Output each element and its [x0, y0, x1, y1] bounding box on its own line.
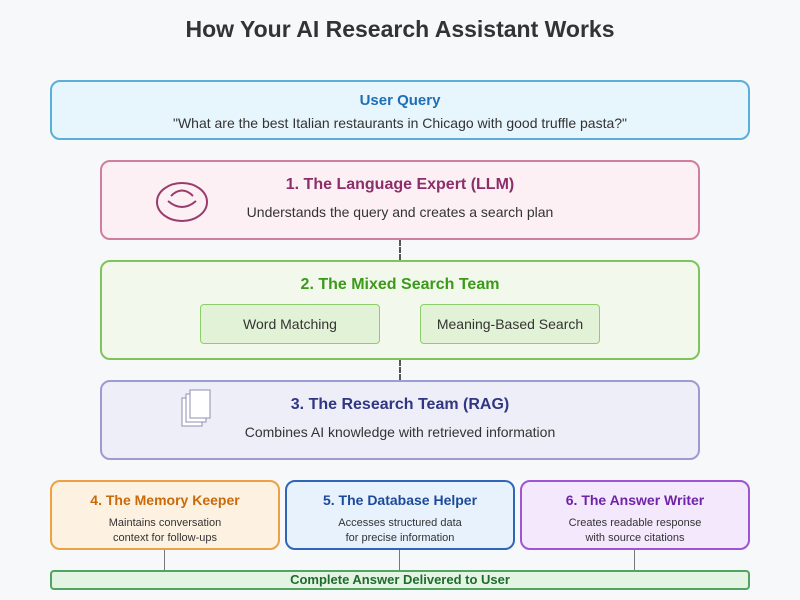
database-helper-description: Accesses structured data for precise inf… [287, 516, 513, 546]
meaning-search-box: Meaning-Based Search [420, 304, 600, 344]
llm-box: 1. The Language Expert (LLM) Understands… [100, 160, 700, 240]
research-team-box: 3. The Research Team (RAG) Combines AI k… [100, 380, 700, 460]
brain-icon [156, 182, 208, 222]
word-matching-box: Word Matching [200, 304, 380, 344]
connector-llm-search [399, 240, 401, 260]
connector-memory-final [164, 550, 165, 570]
connector-writer-final [634, 550, 635, 570]
memory-keeper-title: 4. The Memory Keeper [90, 492, 240, 508]
user-query-text: "What are the best Italian restaurants i… [172, 115, 628, 131]
memory-keeper-line1: Maintains conversation [108, 517, 222, 529]
search-team-title: 2. The Mixed Search Team [300, 276, 500, 293]
research-team-title: 3. The Research Team (RAG) [290, 396, 510, 413]
database-helper-line2: for precise information [345, 532, 455, 544]
user-query-title: User Query [359, 92, 441, 109]
documents-icon [181, 389, 211, 427]
answer-writer-description: Creates readable response with source ci… [522, 516, 748, 546]
connector-database-final [399, 550, 400, 570]
llm-description: Understands the query and creates a sear… [246, 204, 554, 220]
connector-search-rag [399, 360, 401, 380]
answer-writer-line1: Creates readable response [568, 517, 702, 529]
answer-writer-box: 6. The Answer Writer Creates readable re… [520, 480, 750, 550]
answer-writer-line2: with source citations [585, 532, 685, 544]
answer-writer-title: 6. The Answer Writer [565, 492, 705, 508]
search-team-box: 2. The Mixed Search Team [100, 260, 700, 360]
llm-title: 1. The Language Expert (LLM) [285, 176, 515, 193]
user-query-box: User Query "What are the best Italian re… [50, 80, 750, 140]
database-helper-title: 5. The Database Helper [322, 492, 478, 508]
diagram-title: How Your AI Research Assistant Works [185, 16, 615, 42]
database-helper-box: 5. The Database Helper Accesses structur… [285, 480, 515, 550]
memory-keeper-box: 4. The Memory Keeper Maintains conversat… [50, 480, 280, 550]
memory-keeper-description: Maintains conversation context for follo… [52, 516, 278, 546]
final-answer-bar: Complete Answer Delivered to User [50, 570, 750, 590]
research-team-description: Combines AI knowledge with retrieved inf… [244, 424, 556, 440]
memory-keeper-line2: context for follow-ups [113, 532, 217, 544]
database-helper-line1: Accesses structured data [338, 517, 462, 529]
